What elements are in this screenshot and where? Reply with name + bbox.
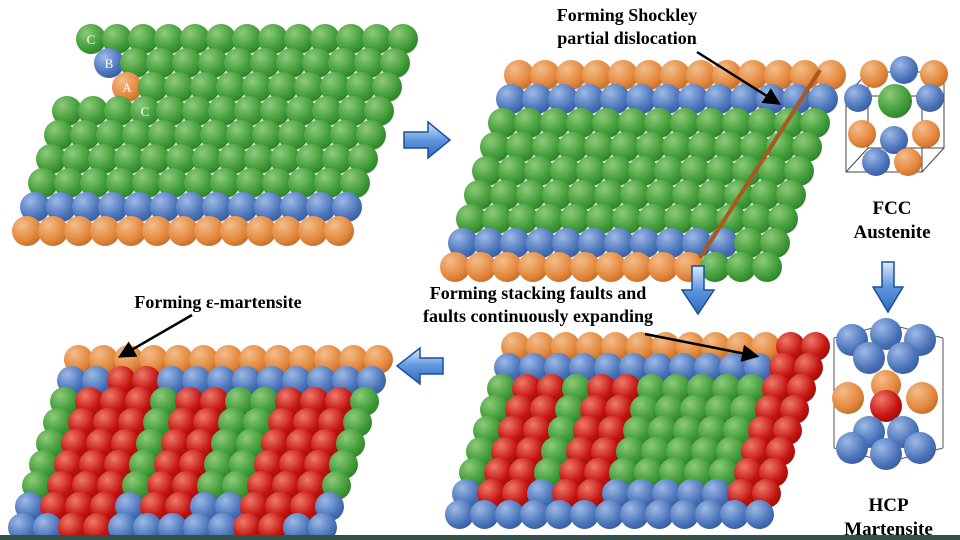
fcc-label-line1: FCC [872, 198, 912, 219]
process-arrow-left-icon [395, 346, 444, 386]
atom-O [894, 148, 922, 176]
atom-B [720, 500, 749, 529]
atom-O [324, 216, 354, 246]
atom-B [853, 342, 885, 374]
atom-O [832, 382, 864, 414]
atom-G [752, 252, 782, 282]
epsilon-label: Forming ε-martensite [98, 291, 338, 314]
stacking-label: Forming stacking faults and faults conti… [388, 282, 688, 327]
atom-O [168, 216, 198, 246]
atom-O [194, 216, 224, 246]
atom-O [64, 216, 94, 246]
atom-O [298, 216, 328, 246]
hcp-label: HCP Martensite [826, 494, 951, 540]
shockley-label-line1: Forming Shockley [556, 5, 698, 25]
stack-letter-C: C [86, 32, 96, 47]
atom-B [695, 500, 724, 529]
atom-B [595, 500, 624, 529]
atom-B [916, 84, 944, 112]
hcp-unit-cell [826, 316, 951, 494]
epsilon-label-line1: Forming ε-martensite [134, 292, 302, 312]
atom-B [545, 500, 574, 529]
process-arrow-right-icon [403, 120, 452, 160]
atom-O [220, 216, 250, 246]
atom-B [870, 438, 902, 470]
stack-letter-B: B [104, 56, 114, 71]
atom-O [518, 252, 548, 282]
bottom-strip [0, 535, 960, 540]
atom-B [836, 432, 868, 464]
atom-O [116, 216, 146, 246]
atom-O [544, 252, 574, 282]
fcc-unit-cell [836, 56, 951, 206]
atom-G [878, 84, 912, 118]
atom-B [445, 500, 474, 529]
atom-O [920, 60, 948, 88]
atom-O [622, 252, 652, 282]
atom-B [645, 500, 674, 529]
stacking-label-line2: faults continuously expanding [422, 305, 654, 326]
shockley-label: Forming Shockley partial dislocation [487, 4, 767, 49]
atom-B [670, 500, 699, 529]
process-arrow-fcc-to-hcp-icon [871, 261, 905, 314]
stacking-label-line1: Forming stacking faults and [429, 283, 647, 303]
atom-B [495, 500, 524, 529]
stack-letter-C: C [140, 104, 150, 119]
atom-B [520, 500, 549, 529]
atom-B [887, 342, 919, 374]
fcc-label-line2: Austenite [853, 221, 931, 243]
hcp-label-line1: HCP [868, 495, 909, 516]
atom-O [142, 216, 172, 246]
atom-O [860, 60, 888, 88]
atom-B [745, 500, 774, 529]
atom-B [890, 56, 918, 84]
atom-O [12, 216, 42, 246]
atom-O [272, 216, 302, 246]
atom-B [620, 500, 649, 529]
atom-O [596, 252, 626, 282]
atom-O [648, 252, 678, 282]
atom-B [904, 432, 936, 464]
atom-O [440, 252, 470, 282]
atom-O [246, 216, 276, 246]
atom-O [912, 120, 940, 148]
stack-letter-A: A [122, 80, 132, 95]
shockley-label-line2: partial dislocation [557, 27, 697, 48]
atom-O [90, 216, 120, 246]
atom-O [906, 382, 938, 414]
atom-B [862, 148, 890, 176]
atom-O [38, 216, 68, 246]
atom-B [570, 500, 599, 529]
atom-B [470, 500, 499, 529]
fcc-label: FCC Austenite [833, 197, 951, 245]
atom-O [492, 252, 522, 282]
atom-O [570, 252, 600, 282]
atom-O [466, 252, 496, 282]
atom-B [844, 84, 872, 112]
hcp-label-line2: Martensite [844, 518, 933, 540]
atom-O [848, 120, 876, 148]
